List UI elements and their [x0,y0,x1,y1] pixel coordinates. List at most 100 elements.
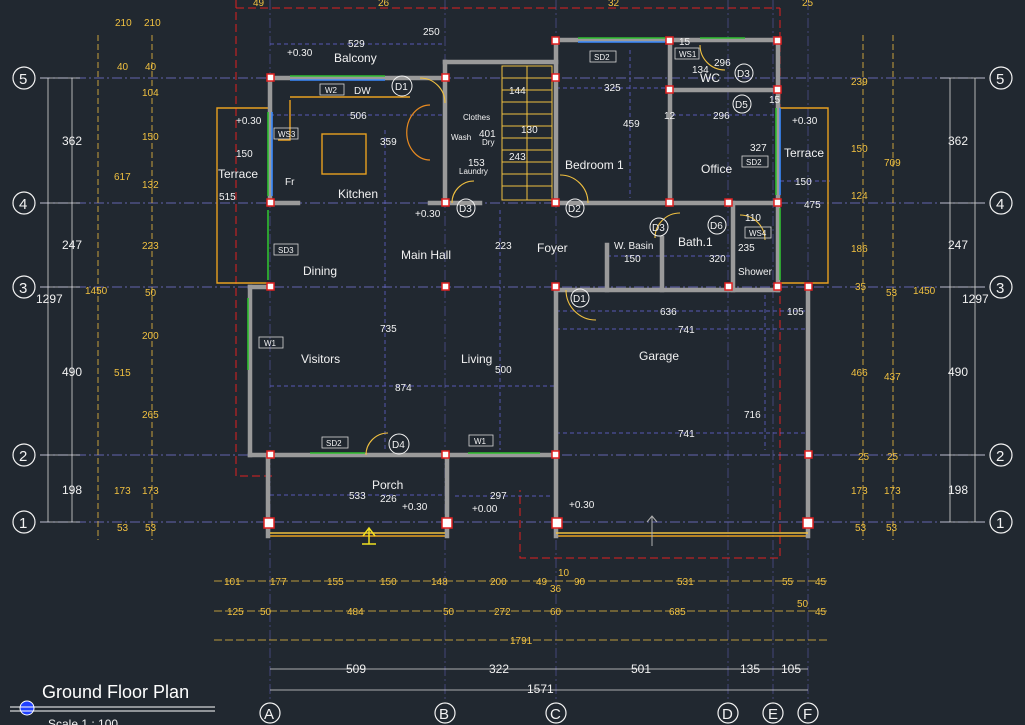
room-foyer: Foyer [537,241,568,255]
room-visitors: Visitors [301,352,340,366]
room-bath: Bath.1 [678,235,713,249]
tag-w2: W2 [325,86,338,95]
rdim-o490: 490 [948,365,968,379]
bdim-322: 322 [489,662,509,676]
grid-bubbles-rows: 5 5 4 4 3 3 2 2 1 1 [12,66,1013,534]
dim-130: 130 [521,125,538,136]
bottom-dims-overall: 509 322 501 135 105 1571 [346,662,801,696]
room-wash: Wash [451,133,471,142]
bottom-dims-row1: 101 177 155 150 148 200 49 10 36 90 531 … [224,568,827,595]
grid-label-4-right: 4 [996,196,1004,213]
door-swings [365,44,766,456]
rdim-25a: 25 [858,452,870,463]
ldim-1450: 1450 [85,286,108,297]
room-wc: WC [700,71,720,85]
dim-105: 105 [787,307,804,318]
ldim-200: 200 [142,331,159,342]
dim-12: 12 [664,111,676,122]
grid-label-2-right: 2 [996,448,1004,465]
dim-15b: 15 [769,95,781,106]
door-d6: D6 [710,221,723,232]
dim-153: 153 [468,158,485,169]
dim-320: 320 [709,254,726,265]
room-dining: Dining [303,264,337,278]
drawing-title: Ground Floor Plan [42,682,189,702]
tdim-25: 25 [802,0,814,9]
dim-741b: 741 [678,429,695,440]
room-clothes: Clothes [463,113,490,122]
door-d3-wc: D3 [737,69,750,80]
bdim-200: 200 [490,577,507,588]
bdim-150: 150 [380,577,397,588]
room-dry: Dry [482,138,494,147]
door-tag-labels: D1 D3 D2 D3 D6 D3 D5 D1 D4 [392,69,750,451]
ldim-o198: 198 [62,483,82,497]
laundry-arch [406,104,431,161]
rdim-35: 35 [855,282,867,293]
bottom-dimension-lines [214,580,830,691]
dim-533: 533 [349,491,366,502]
room-dw: DW [354,86,371,97]
tag-sd2-top: SD2 [594,53,610,62]
tag-w1-left: W1 [264,339,277,348]
door-d1-garage: D1 [573,294,586,305]
bdim-148: 148 [431,577,448,588]
bdim-45b: 45 [815,607,827,618]
rdim-239: 239 [851,77,868,88]
dim-735: 735 [380,324,397,335]
grid-label-d: D [722,706,733,723]
room-fr: Fr [285,177,295,188]
grid-label-e: E [768,706,778,723]
door-d4: D4 [392,440,405,451]
dim-110: 110 [745,213,761,224]
door-d1-top: D1 [395,82,408,93]
grid-label-c: C [550,706,561,723]
tag-sd2-right: SD2 [746,158,762,167]
ldim-210b: 210 [144,18,161,29]
ldim-o1297: 1297 [36,292,63,306]
ldim-40a: 40 [117,62,129,73]
bdim-101: 101 [224,577,241,588]
bdim-155: 155 [327,577,344,588]
level-porch-step: +0.00 [472,504,498,515]
rdim-o1297: 1297 [962,292,989,306]
rdim-o362: 362 [948,134,968,148]
bdim-272: 272 [494,607,511,618]
bdim-60: 60 [550,607,562,618]
tag-sd3: SD3 [278,246,294,255]
room-shower: Shower [738,267,773,278]
room-main-hall: Main Hall [401,248,451,262]
dim-296b: 296 [713,111,730,122]
room-labels: Balcony Kitchen Terrace Dining Main Hall… [218,51,824,492]
rdim-173a: 173 [851,486,868,497]
bottom-dims-row2: 125 50 484 50 272 60 685 50 45 1791 [227,599,827,647]
dim-250: 250 [423,27,440,38]
bdim-177: 177 [270,577,287,588]
bdim-1791: 1791 [510,636,533,647]
ldim-617: 617 [114,172,131,183]
dim-296a: 296 [714,58,731,69]
ldim-150: 150 [142,132,159,143]
dim-359: 359 [380,137,397,148]
rdim-709: 709 [884,158,901,169]
bdim-1571: 1571 [527,682,554,696]
bdim-36: 36 [550,584,562,595]
dim-515: 515 [219,192,236,203]
door-tag-circles [388,63,754,455]
tdim-32: 32 [608,0,620,9]
rdim-53a: 53 [886,288,898,299]
ldim-o247: 247 [62,238,82,252]
ldim-173b: 173 [142,486,159,497]
grid-label-b: B [439,706,449,723]
room-w-basin: W. Basin [614,241,653,252]
level-balcony: +0.30 [287,48,313,59]
grid-label-5-left: 5 [19,71,27,88]
room-porch: Porch [372,478,403,492]
dim-297: 297 [490,491,507,502]
dim-500: 500 [495,365,512,376]
level-markers: +0.30 +0.30 +0.30 +0.30 +0.30 +0.00 +0.3… [236,48,818,515]
grid-label-1-right: 1 [996,515,1004,532]
rdim-25b: 25 [887,452,899,463]
rdim-437: 437 [884,372,901,383]
